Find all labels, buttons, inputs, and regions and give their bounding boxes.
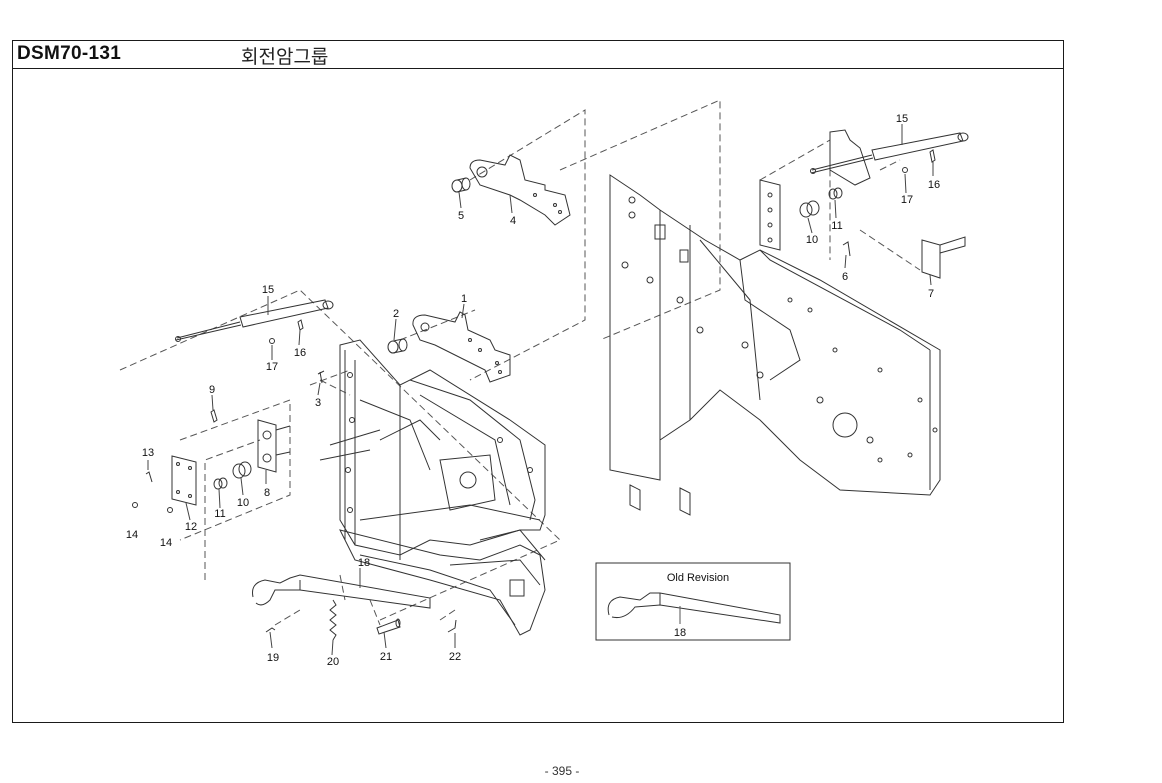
- callout-20: 20: [327, 656, 339, 668]
- callout-3: 3: [315, 397, 321, 409]
- part-7-bracket: [921, 236, 966, 279]
- callout-1: 1: [461, 293, 467, 305]
- part-11-bushing-left: [213, 477, 228, 490]
- callout-14-a: 14: [126, 529, 138, 541]
- part-10-bushing-right: [799, 200, 820, 218]
- callout-15-right: 15: [896, 113, 908, 125]
- callout-19: 19: [267, 652, 279, 664]
- callout-2: 2: [393, 308, 399, 320]
- callout-18: 18: [358, 557, 370, 569]
- part-2-bushing: [387, 338, 408, 354]
- part-group-code: DSM70-131: [17, 43, 122, 64]
- callout-22: 22: [449, 651, 461, 663]
- page-number: - 395 -: [544, 764, 580, 778]
- callout-13: 13: [142, 447, 154, 459]
- part-19-screw: [265, 627, 276, 633]
- part-21-pin: [376, 618, 401, 635]
- part-16-17-right: [902, 149, 936, 173]
- assembly-guide-lines: [119, 99, 921, 626]
- part-9-pin: [210, 409, 218, 423]
- part-8-pin-plate: [257, 419, 291, 473]
- callout-9: 9: [209, 384, 215, 396]
- callout-11-left: 11: [214, 508, 225, 520]
- callout-5: 5: [458, 210, 464, 222]
- callout-17-right: 17: [901, 194, 913, 206]
- old-revision-title: Old Revision: [667, 572, 729, 584]
- part-3-screw: [317, 370, 325, 384]
- callout-8: 8: [264, 487, 270, 499]
- part-11-bushing-right: [828, 187, 843, 200]
- callout-11-right: 11: [831, 220, 842, 232]
- old-revision-callout-18: 18: [674, 627, 686, 639]
- right-main-frame: [609, 174, 941, 516]
- part-12-plate: [171, 455, 197, 506]
- old-revision-inset: [595, 562, 791, 641]
- part-22-bolt: [447, 619, 457, 633]
- part-15-gas-spring-right: [810, 132, 969, 174]
- callout-10-left: 10: [237, 497, 249, 509]
- part-13-14-screws: [132, 471, 173, 513]
- callout-7: 7: [928, 288, 934, 300]
- part-6-bolt: [842, 241, 851, 257]
- part-20-spring: [329, 599, 337, 641]
- part-4-bracket: [469, 154, 571, 226]
- part-16-17-left: [269, 319, 304, 344]
- part-10-bushing-left: [232, 461, 252, 479]
- part-group-name: 회전암그룹: [241, 46, 329, 68]
- part-15-gas-spring-left: [175, 299, 334, 342]
- parts-sheet-frame: DSM70-131 회전암그룹: [12, 40, 1064, 723]
- part-18-arm: [252, 574, 431, 609]
- callout-6: 6: [842, 271, 848, 283]
- callout-16-left: 16: [294, 347, 306, 359]
- callout-17-left: 17: [266, 361, 278, 373]
- callout-14-b: 14: [160, 537, 172, 549]
- part-1-bracket-plate: [412, 311, 511, 383]
- sheet-header: DSM70-131 회전암그룹: [13, 41, 1063, 69]
- left-frame-assembly: [319, 339, 546, 636]
- callout-4: 4: [510, 215, 516, 227]
- callout-21: 21: [380, 651, 392, 663]
- callout-12: 12: [185, 521, 197, 533]
- part-5-bushing: [451, 177, 471, 193]
- callout-leaders: [147, 124, 934, 656]
- right-top-bracket: [759, 129, 871, 251]
- callout-16-right: 16: [928, 179, 940, 191]
- callout-10-right: 10: [806, 234, 818, 246]
- callout-15-left: 15: [262, 284, 274, 296]
- callout-numbers: 1 2 3 4 5 6 7 8 9 10 10 11 11 12 13 14 1…: [126, 113, 940, 668]
